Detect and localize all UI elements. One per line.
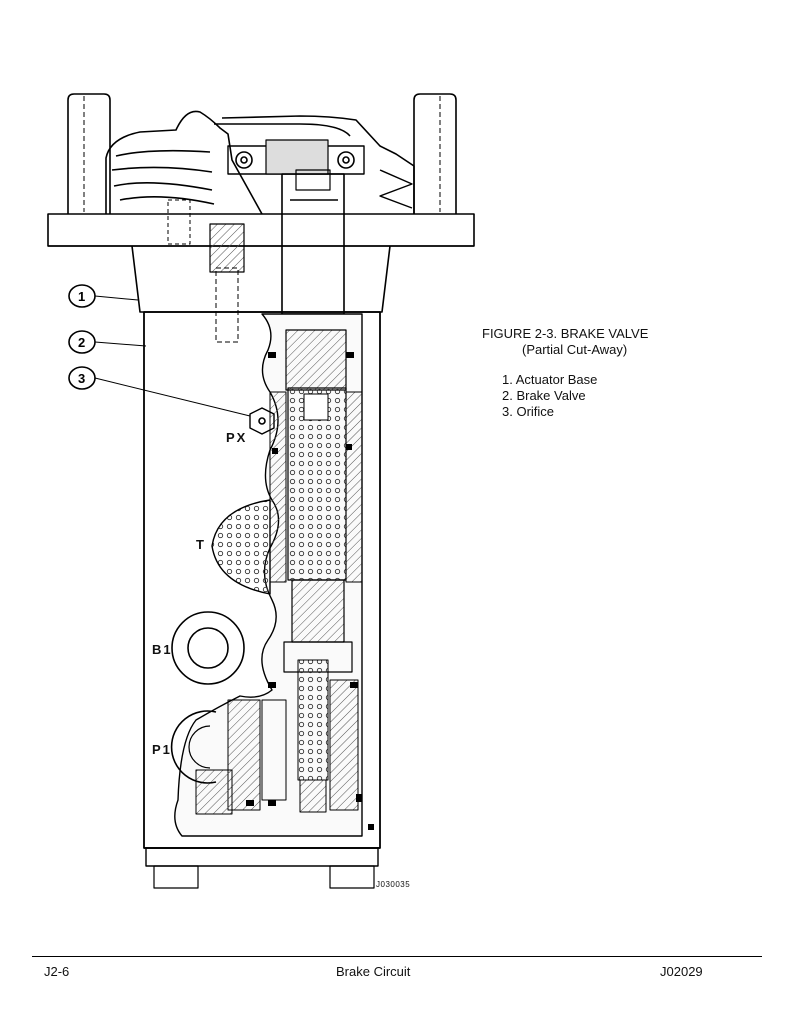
port-label-px: PX [226,430,248,445]
footer-document-code: J02029 [660,964,703,979]
callout-2-number: 2 [78,335,85,350]
footer-rule [32,956,762,957]
legend-item: 2. Brake Valve [502,388,586,403]
figure-legend: 1. Actuator Base 2. Brake Valve 3. Orifi… [502,372,597,420]
callout-1 [68,284,139,308]
port-label-p1: P1 [152,742,172,757]
figure-caption: FIGURE 2-3. BRAKE VALVE (Partial Cut-Awa… [482,326,648,358]
right-mount-post [413,93,457,214]
footer-page-number: J2-6 [44,964,70,979]
port-label-b1: B1 [152,642,173,657]
legend-item: 3. Orifice [502,404,555,419]
drawing-number: J030035 [376,880,411,889]
callout-3-number: 3 [78,371,85,386]
actuator-cap [105,110,415,215]
callout-3 [68,366,251,417]
legend-item: 1. Actuator Base [502,372,598,387]
callout-2 [68,330,147,354]
left-mount-post [67,93,111,214]
b1-port [171,611,245,685]
p1-port [170,710,217,784]
actuator-flange [47,213,475,247]
figure-title: FIGURE 2-3. BRAKE VALVE [482,326,649,341]
footer-section-title: Brake Circuit [336,964,411,979]
actuator-base [131,245,391,313]
port-label-t: T [196,537,206,552]
figure-subtitle: (Partial Cut-Away) [522,342,628,357]
callout-1-number: 1 [78,289,85,304]
plunger [281,173,345,315]
orifice-hex [249,407,275,435]
